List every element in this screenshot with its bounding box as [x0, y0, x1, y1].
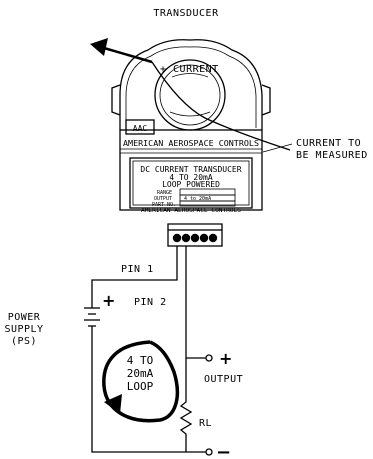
aac-logo: AAC: [133, 124, 148, 133]
part-field: [179, 200, 236, 207]
loop-arrow: [102, 340, 180, 423]
nameplate-footer: AMERICAN AEROSPACE CONTROLS: [141, 208, 241, 214]
rl-resistor: [179, 358, 193, 452]
measured-current-wire: [151, 61, 291, 151]
aac-logo-box: [125, 119, 155, 135]
supply-label: SUPPLY: [4, 324, 43, 335]
loop-label-line3: LOOP: [127, 380, 154, 393]
output-terminal: [205, 354, 213, 362]
bottom-minus-sign: −: [216, 442, 231, 459]
pin1-label: PIN 1: [121, 264, 154, 275]
nameplate-line3: LOOP POWERED: [162, 180, 220, 189]
current-direction-arrow: [90, 38, 153, 64]
terminal-block: [167, 223, 223, 247]
nameplate-output-label: OUTPUT: [154, 196, 172, 202]
loop-label-line2: 20mA: [127, 367, 154, 380]
loop-label-line1: 4 TO: [127, 354, 154, 367]
rl-label: RL: [199, 418, 212, 429]
ground-terminal: [205, 448, 213, 456]
nameplate-range-label: RANGE: [157, 190, 172, 196]
diagram-title: TRANSDUCER: [153, 8, 219, 19]
range-field: [179, 188, 236, 196]
power-supply-battery: [84, 307, 100, 327]
sensing-aperture: [154, 59, 226, 131]
ps-label: (PS): [11, 336, 37, 347]
plus-current-label: + CURRENT: [160, 64, 219, 75]
ps-return-wire: [91, 326, 206, 453]
pin2-label: PIN 2: [134, 297, 167, 308]
power-label: POWER: [8, 312, 41, 323]
pin1-wire: [91, 246, 178, 308]
measured-leader-line: [262, 143, 293, 153]
loop-arrowhead: [104, 394, 122, 414]
nameplate-line2: 4 TO 20mA: [169, 173, 213, 182]
company-name: AMERICAN AEROSPACE CONTROLS: [123, 139, 259, 148]
be-measured-label: BE MEASURED: [296, 150, 368, 161]
nameplate: [129, 157, 253, 209]
ps-plus-sign: +: [102, 291, 115, 310]
output-label: OUTPUT: [204, 374, 243, 385]
current-to-label: CURRENT TO: [296, 138, 361, 149]
nameplate-output-value: 4 to 20mA: [184, 196, 211, 202]
output-plus-sign: +: [219, 349, 232, 368]
nameplate-part-label: PART NO.: [152, 202, 176, 208]
nameplate-line1: DC CURRENT TRANSDUCER: [140, 165, 241, 174]
transducer-housing: [111, 39, 271, 211]
